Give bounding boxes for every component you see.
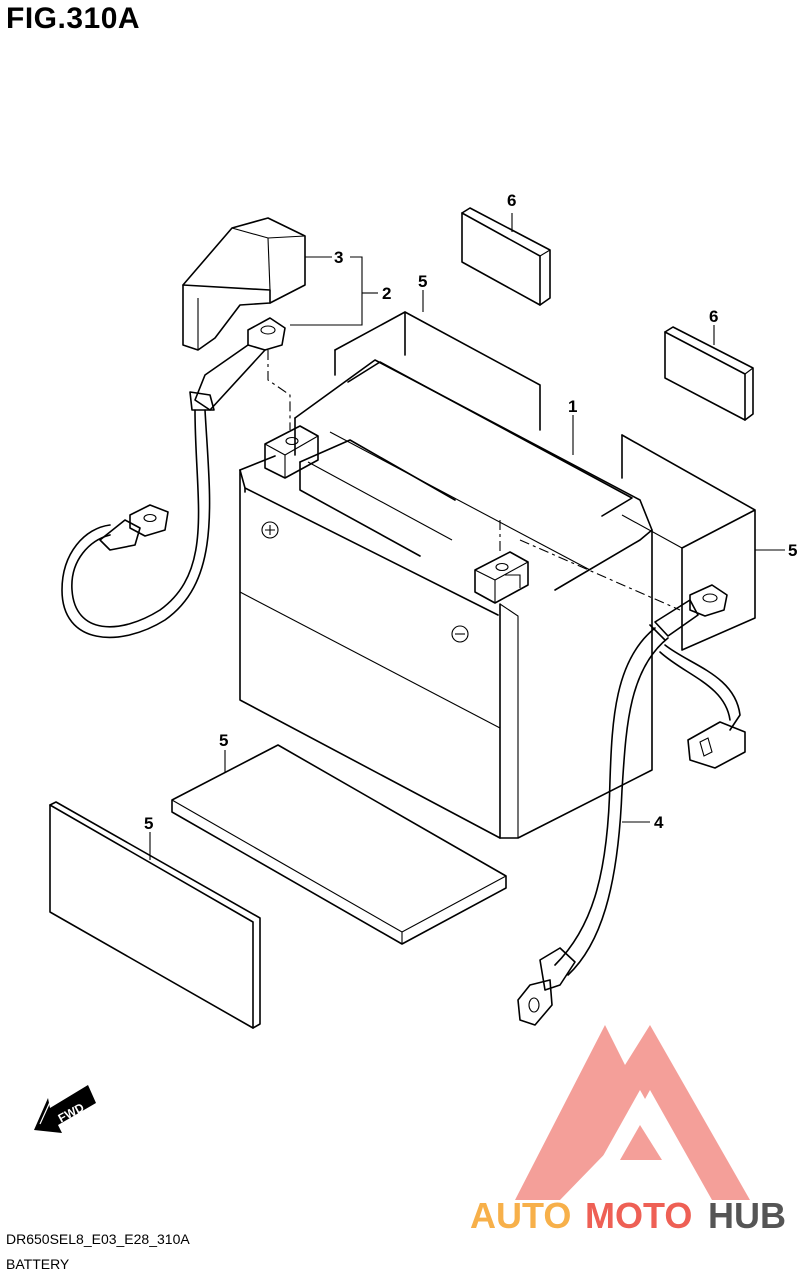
battery-body	[239, 359, 653, 839]
terminal-cover	[182, 217, 306, 351]
figure-title: FIG.310A	[6, 2, 141, 35]
cushion-front	[49, 801, 261, 1029]
callout-5-back: 5	[418, 272, 427, 291]
callout-2: 2	[382, 284, 391, 303]
callout-6-right: 6	[709, 307, 718, 326]
watermark-logo	[515, 1025, 750, 1200]
cushion-back	[334, 311, 541, 431]
callout-5-bottom: 5	[219, 731, 228, 750]
watermark-auto: AUTO	[470, 1195, 571, 1236]
figure-name: BATTERY	[6, 1256, 70, 1272]
cable-minus	[61, 317, 291, 639]
fwd-arrow-icon	[34, 1085, 96, 1133]
watermark-moto: MOTO	[585, 1195, 692, 1236]
leader-lines	[149, 213, 785, 860]
callout-3: 3	[334, 248, 343, 267]
cushion-bottom	[171, 744, 507, 945]
callout-6-upper: 6	[507, 191, 516, 210]
cable-plus	[499, 520, 746, 1026]
figure-code: DR650SEL8_E03_E28_310A	[6, 1231, 190, 1247]
watermark-hub: HUB	[708, 1195, 786, 1236]
callout-5-front: 5	[144, 814, 153, 833]
callout-1: 1	[568, 397, 577, 416]
callout-4: 4	[654, 813, 664, 832]
spacer-upper	[461, 207, 551, 306]
callout-5-right: 5	[788, 541, 797, 560]
spacer-right	[664, 326, 754, 421]
cushion-right	[621, 434, 756, 651]
